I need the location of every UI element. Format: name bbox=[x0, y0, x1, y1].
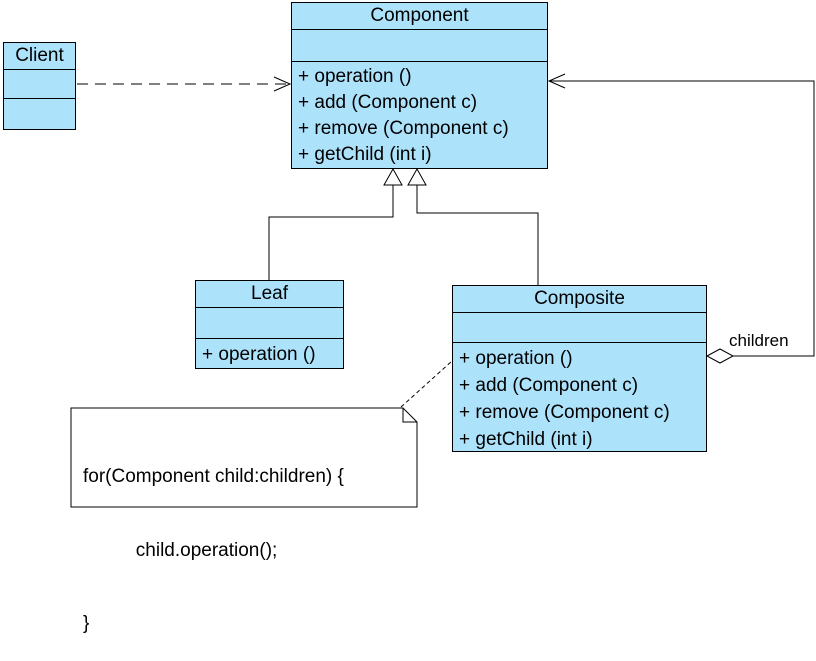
class-component-attributes bbox=[292, 30, 547, 62]
class-client[interactable]: Client bbox=[3, 42, 76, 130]
class-client-attributes bbox=[4, 70, 75, 99]
hollow-triangle-icon bbox=[383, 167, 403, 186]
class-composite[interactable]: Composite + operation () + add (Componen… bbox=[452, 285, 707, 452]
class-client-name: Client bbox=[4, 43, 75, 70]
method-label: + operation () bbox=[202, 344, 316, 365]
class-composite-methods: + operation () + add (Component c) + rem… bbox=[453, 343, 706, 451]
aggregation-connector-children[interactable] bbox=[547, 73, 815, 364]
dependency-arrow-client-to-component[interactable] bbox=[77, 76, 292, 92]
aggregation-label-children: children bbox=[729, 331, 789, 350]
open-arrowhead-icon bbox=[273, 76, 292, 92]
hollow-diamond-icon bbox=[705, 348, 735, 364]
method-label: + remove (Component c) bbox=[298, 118, 509, 139]
method-label: + add (Component c) bbox=[298, 92, 478, 113]
class-leaf-name: Leaf bbox=[196, 281, 343, 308]
method-label: + remove (Component c) bbox=[459, 402, 670, 423]
class-leaf[interactable]: Leaf + operation () bbox=[195, 280, 344, 369]
note-shape[interactable] bbox=[70, 407, 418, 508]
class-client-methods bbox=[4, 99, 75, 129]
note-anchor-line[interactable] bbox=[400, 360, 453, 408]
method-label: + getChild (int i) bbox=[298, 144, 432, 165]
generalization-arrow-composite-to-component[interactable] bbox=[407, 167, 539, 286]
class-component[interactable]: Component + operation () + add (Componen… bbox=[291, 2, 548, 169]
class-component-name: Component bbox=[292, 3, 547, 30]
open-arrowhead-icon bbox=[547, 73, 566, 89]
connector-layer bbox=[70, 73, 815, 508]
class-leaf-methods: + operation () bbox=[196, 339, 343, 368]
class-leaf-attributes bbox=[196, 308, 343, 339]
class-composite-name: Composite bbox=[453, 286, 706, 313]
note-fold-icon bbox=[402, 408, 417, 423]
hollow-triangle-icon bbox=[407, 167, 427, 186]
method-label: + operation () bbox=[459, 348, 573, 369]
class-component-methods: + operation () + add (Component c) + rem… bbox=[292, 62, 547, 168]
method-label: + add (Component c) bbox=[459, 375, 639, 396]
method-label: + getChild (int i) bbox=[459, 429, 593, 450]
generalization-arrow-leaf-to-component[interactable] bbox=[268, 167, 403, 281]
note-code-line: } bbox=[83, 613, 90, 634]
note-code-line: child.operation(); bbox=[83, 539, 278, 561]
method-label: + operation () bbox=[298, 66, 412, 87]
class-composite-attributes bbox=[453, 313, 706, 343]
